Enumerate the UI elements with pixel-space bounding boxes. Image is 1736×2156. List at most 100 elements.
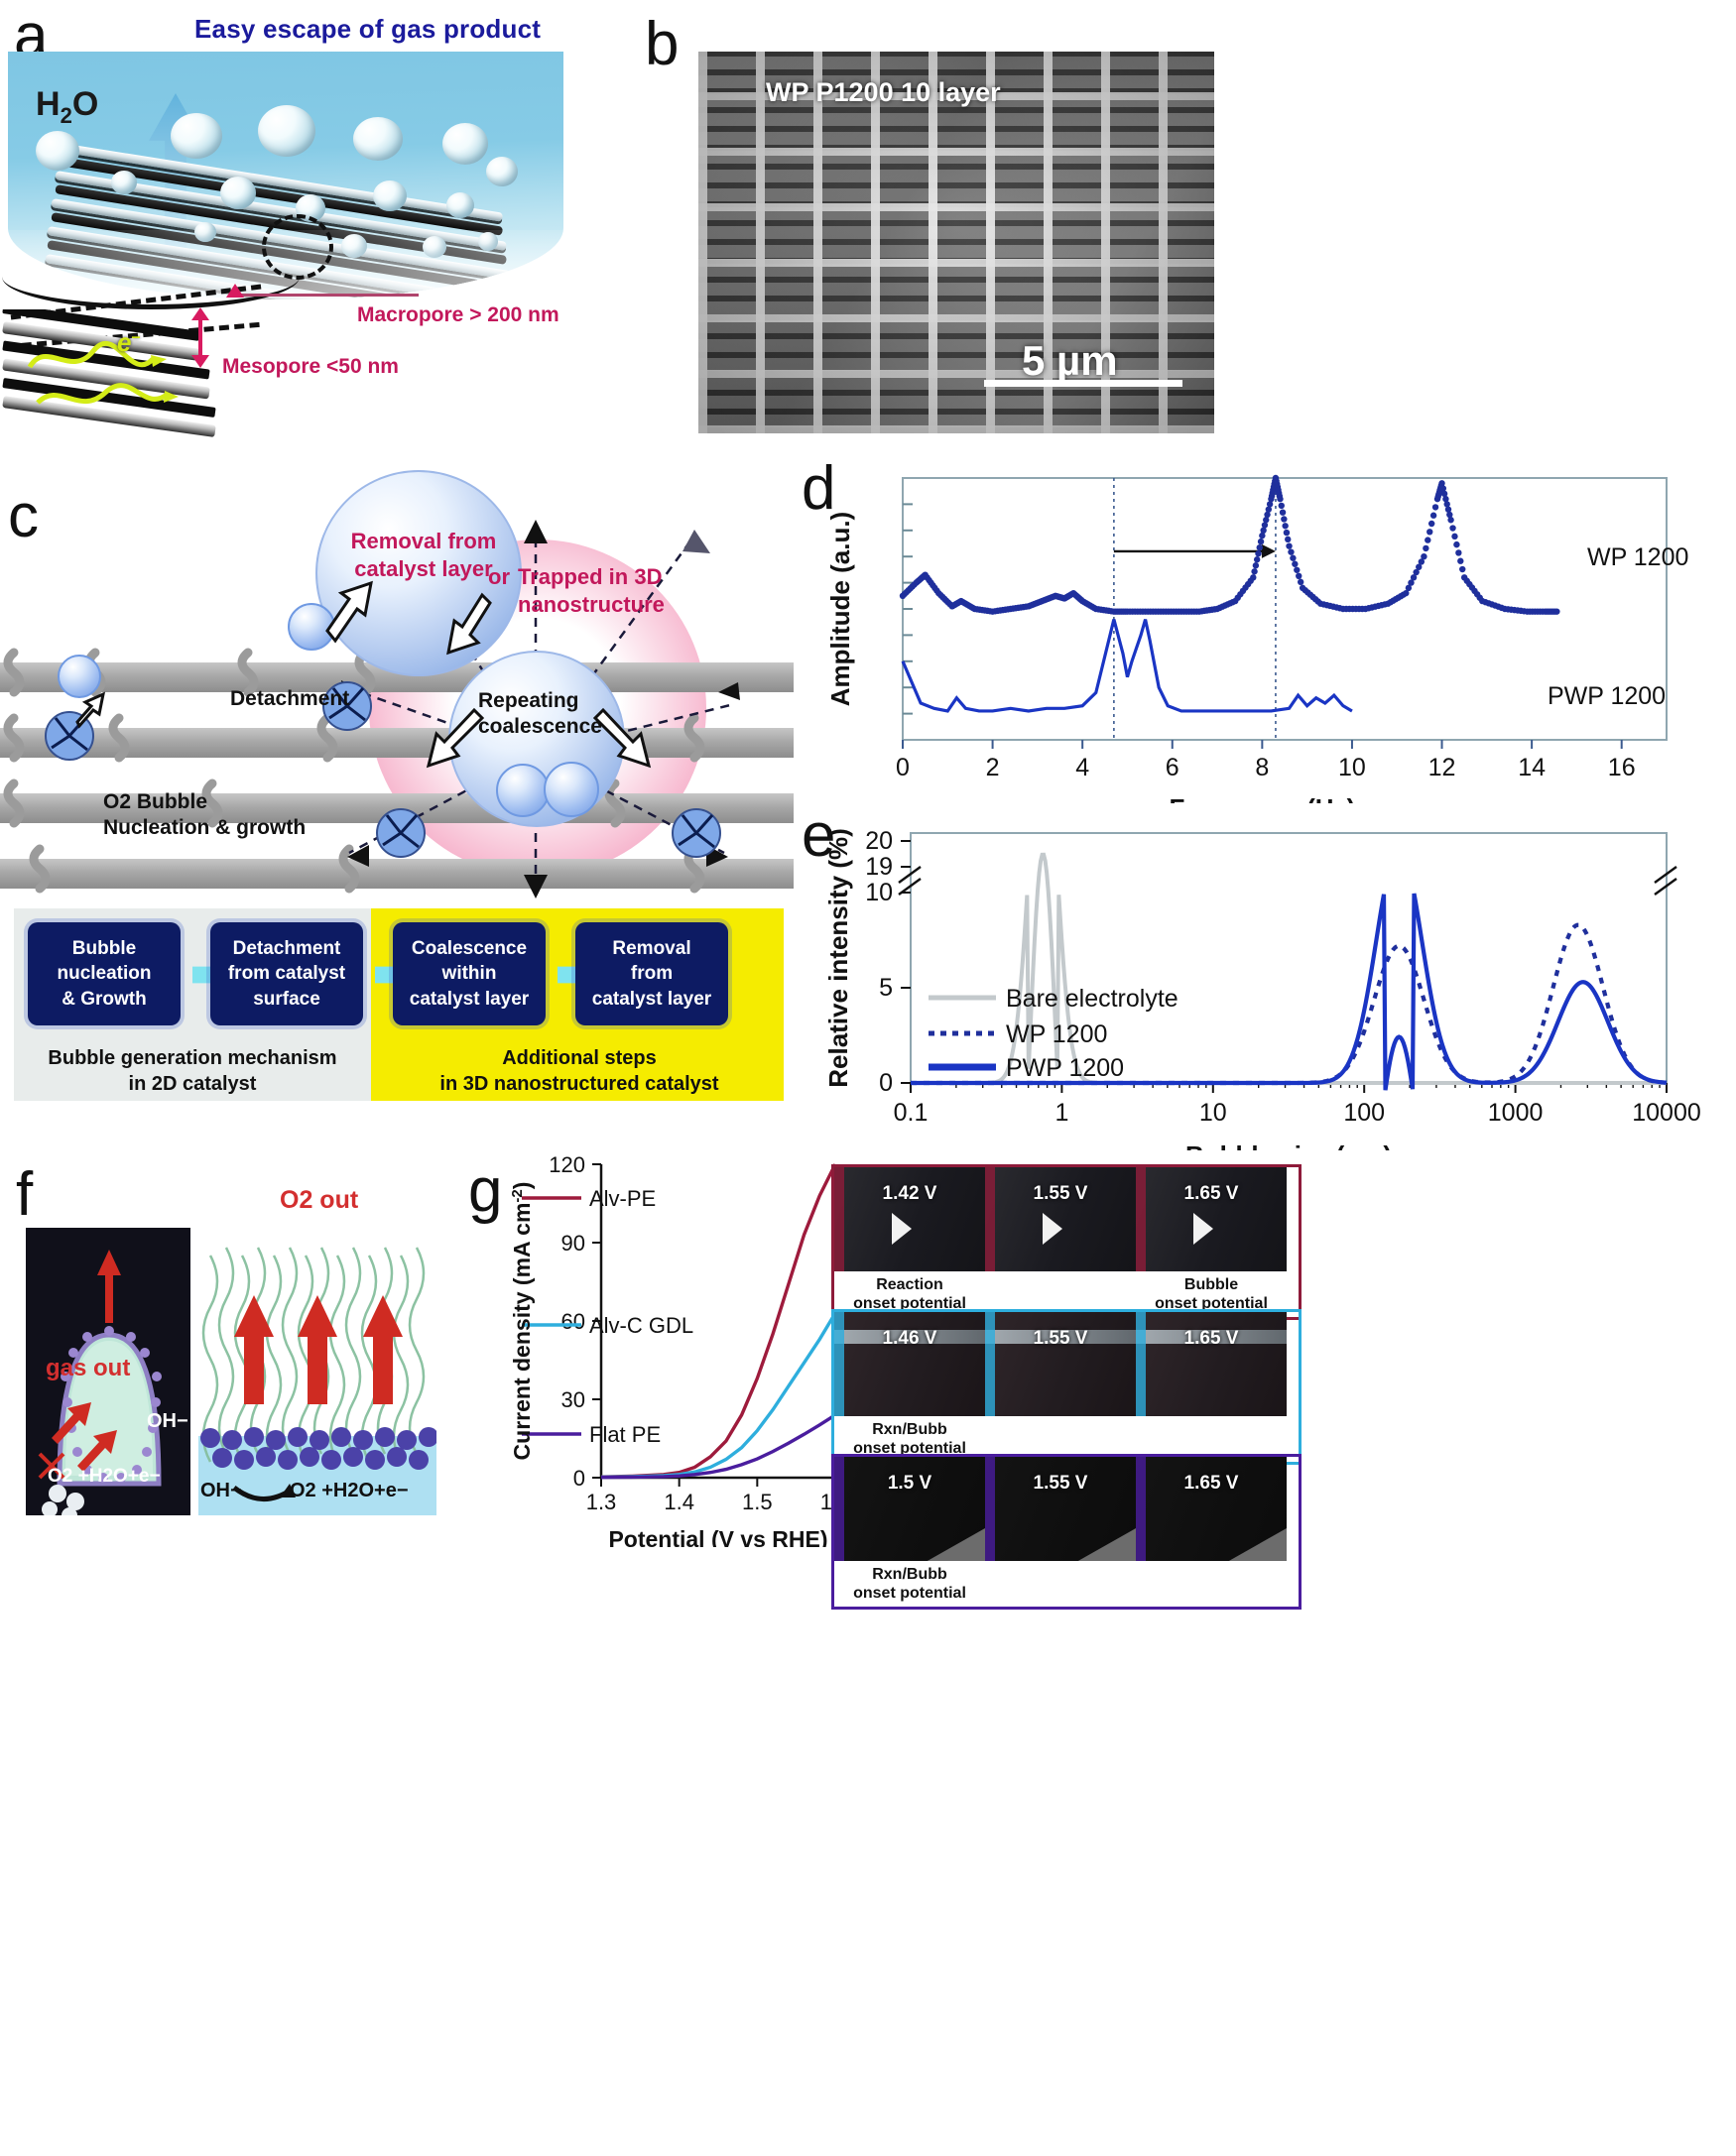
photo-cell: 1.55 V (985, 1167, 1136, 1271)
oh-minus-left-label: OH− (147, 1410, 188, 1432)
photo-cell: 1.42 V (834, 1167, 985, 1271)
svg-text:Bare electrolyte: Bare electrolyte (1006, 985, 1178, 1013)
trapped-or-label: or (488, 564, 510, 589)
photo-voltage-label: 1.65 V (1183, 1328, 1239, 1349)
svg-text:1.4: 1.4 (664, 1490, 694, 1514)
bubble-marker-icon (926, 1528, 985, 1561)
step-box-3: Coalescence within catalyst layer (393, 922, 546, 1025)
svg-text:2: 2 (986, 754, 1000, 781)
repeating-coalescence-label: Repeating coalescence (478, 689, 602, 739)
bubble-marker-icon (1193, 1213, 1213, 1245)
nanostructure-slab (36, 105, 542, 299)
panel-e-letter: e (802, 801, 836, 870)
electron-path-icon (27, 341, 179, 405)
svg-text:16: 16 (1608, 754, 1636, 781)
nucleation-growth-label: O2 Bubble Nucleation & growth (103, 790, 307, 840)
mesopore-arrow-up-icon (191, 307, 209, 320)
svg-text:1000: 1000 (1488, 1099, 1544, 1127)
reaction-left-label: O2 +H2O+e− (48, 1466, 161, 1487)
svg-text:10: 10 (865, 879, 893, 906)
detachment-label: Detachment (230, 687, 350, 710)
scale-bar (984, 380, 1182, 387)
panel-a: a Easy escape of gas product (0, 0, 635, 451)
svg-text:1.5: 1.5 (742, 1490, 773, 1514)
svg-text:Alv-C GDL: Alv-C GDL (589, 1313, 693, 1338)
svg-text:30: 30 (561, 1387, 585, 1412)
photo-caption: Rxn/Bubb onset potential (853, 1421, 966, 1458)
photo-voltage-label: 1.55 V (1033, 1328, 1088, 1349)
photo-voltage-label: 1.42 V (882, 1183, 937, 1204)
electrode-edge (834, 1457, 844, 1561)
macropore-arrow-icon (226, 284, 244, 298)
photo-voltage-label: 1.5 V (887, 1473, 932, 1494)
svg-text:8: 8 (1255, 754, 1269, 781)
electrode-edge (834, 1167, 844, 1271)
bubble-marker-icon (834, 1330, 985, 1344)
mechanism-2d-caption: Bubble generation mechanism in 2D cataly… (48, 1047, 337, 1095)
coalescing-bubble-left (496, 764, 550, 817)
photo-cell: 1.65 V (1136, 1167, 1287, 1271)
removal-bubble-text: Removal from catalyst layer (350, 529, 497, 581)
reaction-right-label: O2 +H2O+e− (290, 1480, 409, 1501)
photo-caption (1136, 1561, 1287, 1607)
photo-caption: Bubble onset potential (1155, 1276, 1268, 1313)
photo-cell: 1.46 V (834, 1312, 985, 1416)
svg-text:Flat PE: Flat PE (589, 1422, 661, 1447)
mesopore-label: Mesopore <50 nm (222, 355, 399, 378)
nucleation-bubble-a (58, 655, 101, 698)
photo-caption (985, 1561, 1136, 1607)
step-box-1: Bubble nucleation & Growth (28, 922, 181, 1025)
svg-text:4: 4 (1075, 754, 1089, 781)
bubble-marker-icon (1076, 1528, 1136, 1561)
svg-text:Relative intensity (%): Relative intensity (%) (823, 828, 853, 1088)
trapped-label: Trapped in 3D nanostructure (518, 564, 665, 617)
svg-text:14: 14 (1518, 754, 1546, 781)
oh-minus-bottom-label: OH− (200, 1480, 242, 1501)
catalyst-layer-2 (0, 728, 794, 758)
panel-g-letter: g (468, 1156, 503, 1225)
svg-text:Amplitude (a.u.): Amplitude (a.u.) (825, 512, 855, 706)
svg-text:WP 1200: WP 1200 (1587, 543, 1688, 571)
bubble-marker-icon (892, 1213, 912, 1245)
svg-text:90: 90 (561, 1231, 585, 1256)
macropore-leader-line (234, 294, 419, 297)
alveolar-electrode-illustration (198, 1228, 436, 1515)
svg-text:12: 12 (1428, 754, 1456, 781)
mesopore-leader-line (198, 319, 202, 357)
svg-text:Frequency (Hz): Frequency (Hz) (1169, 793, 1355, 803)
bubble-marker-icon (1136, 1330, 1287, 1344)
electrode-edge (834, 1312, 844, 1416)
svg-text:6: 6 (1166, 754, 1179, 781)
bubble-marker-icon (985, 1330, 1136, 1344)
sem-image (698, 52, 1214, 433)
svg-text:100: 100 (1343, 1099, 1385, 1127)
mesopore-arrow-down-icon (191, 355, 209, 368)
water-label: H2O (36, 85, 99, 128)
photo-cell: 1.55 V (985, 1457, 1136, 1561)
photo-group-2: 1.46 V 1.55 V 1.65 V Rxn/Bubb onset potenti… (831, 1309, 1302, 1466)
svg-text:WP 1200: WP 1200 (1006, 1020, 1107, 1048)
svg-text:10000: 10000 (1632, 1099, 1701, 1127)
coalescing-bubble-right (544, 762, 599, 817)
svg-text:5: 5 (879, 974, 893, 1002)
panel-f-letter: f (16, 1160, 34, 1229)
svg-text:120: 120 (549, 1152, 585, 1177)
svg-text:Current density (mA cm-2): Current density (mA cm-2) (509, 1182, 536, 1461)
photo-voltage-label: 1.65 V (1183, 1473, 1239, 1494)
macropore-label: Macropore > 200 nm (357, 303, 559, 326)
svg-text:10: 10 (1338, 754, 1366, 781)
svg-text:PWP 1200: PWP 1200 (1548, 682, 1666, 710)
svg-text:Alv-PE: Alv-PE (589, 1186, 656, 1211)
panel-a-title: Easy escape of gas product (194, 14, 542, 44)
panel-c-letter: c (8, 482, 39, 550)
svg-text:1.3: 1.3 (586, 1490, 617, 1514)
mesopore-inset (2, 309, 230, 444)
bubble-marker-icon (1227, 1528, 1287, 1561)
mechanism-3d-caption: Additional steps in 3D nanostructured ca… (439, 1047, 719, 1095)
panel-b-letter: b (645, 10, 680, 78)
electrode-edge (985, 1457, 995, 1561)
